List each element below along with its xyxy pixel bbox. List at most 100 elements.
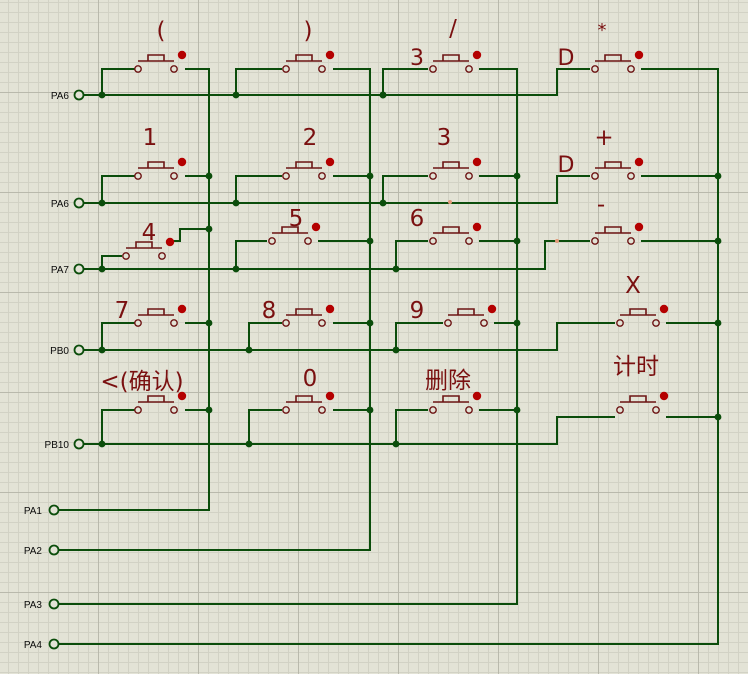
- button-pin: [627, 172, 635, 180]
- push-button[interactable]: [268, 222, 321, 245]
- wire-junction: [205, 172, 213, 180]
- button-pin: [158, 252, 166, 260]
- wire-junction: [366, 237, 374, 245]
- button-pin: [591, 65, 599, 73]
- port-label-row-3: PA7: [51, 265, 70, 276]
- button-pin: [282, 172, 290, 180]
- button-pin: [318, 172, 326, 180]
- wire-junction: [98, 265, 106, 273]
- push-button[interactable]: [134, 50, 187, 73]
- port-terminal-row-4[interactable]: [73, 344, 85, 356]
- push-button[interactable]: [134, 391, 187, 414]
- port-label-row-1: PA6: [51, 91, 70, 102]
- push-button[interactable]: [122, 237, 175, 260]
- push-button[interactable]: [134, 157, 187, 180]
- key-label-2: 2: [303, 125, 318, 151]
- push-button[interactable]: [591, 157, 644, 180]
- port-terminal-column-3[interactable]: [48, 598, 60, 610]
- button-pin: [591, 237, 599, 245]
- button-pin: [429, 237, 437, 245]
- row-wire-1: [83, 68, 590, 96]
- push-button[interactable]: [616, 304, 669, 327]
- button-marker: [472, 50, 482, 60]
- button-pin: [318, 406, 326, 414]
- wire-junction: [98, 91, 106, 99]
- key-label-x: X: [625, 273, 641, 299]
- key-label-3: 3: [437, 125, 452, 151]
- key-label-4: 4: [142, 220, 157, 246]
- button-pin: [465, 65, 473, 73]
- button-marker: [177, 391, 187, 401]
- push-button[interactable]: [444, 304, 497, 327]
- port-terminal-row-1[interactable]: [73, 89, 85, 101]
- row-wire-3: [83, 240, 590, 270]
- wire-junction: [232, 199, 240, 207]
- push-button[interactable]: [429, 50, 482, 73]
- key-label-open-paren: (: [157, 18, 166, 44]
- button-pin: [282, 319, 290, 327]
- wire-junction: [392, 265, 400, 273]
- row-wire-2: [83, 175, 590, 204]
- port-terminal-row-2[interactable]: [73, 197, 85, 209]
- button-pin: [134, 406, 142, 414]
- push-button[interactable]: [134, 304, 187, 327]
- port-terminal-row-5[interactable]: [73, 438, 85, 450]
- key-label-confirm: <(确认): [100, 369, 183, 395]
- button-marker: [472, 222, 482, 232]
- button-marker: [634, 157, 644, 167]
- port-terminal-column-2[interactable]: [48, 544, 60, 556]
- key-label-0: 0: [303, 366, 318, 392]
- port-label-row-5: PB10: [45, 440, 70, 451]
- port-label-row-4: PB0: [50, 346, 69, 357]
- button-pin: [170, 172, 178, 180]
- push-button[interactable]: [591, 50, 644, 73]
- key-label-7: 7: [115, 298, 130, 324]
- button-pin: [627, 237, 635, 245]
- button-marker: [634, 50, 644, 60]
- push-button[interactable]: [282, 157, 335, 180]
- button-marker: [311, 222, 321, 232]
- stray-marker: [555, 239, 559, 243]
- push-button[interactable]: [282, 391, 335, 414]
- button-pin: [304, 237, 312, 245]
- wire-junction: [513, 406, 521, 414]
- port-terminal-column-4[interactable]: [48, 638, 60, 650]
- wire-junction: [513, 172, 521, 180]
- push-button[interactable]: [429, 157, 482, 180]
- button-pin: [444, 319, 452, 327]
- wire-junction: [232, 265, 240, 273]
- button-pin: [170, 319, 178, 327]
- button-pin: [652, 406, 660, 414]
- wire-junction: [379, 199, 387, 207]
- button-marker: [472, 157, 482, 167]
- button-pin: [429, 65, 437, 73]
- button-pin: [480, 319, 488, 327]
- button-pin: [616, 319, 624, 327]
- wire-junction: [714, 237, 722, 245]
- push-button[interactable]: [282, 50, 335, 73]
- key-label-close-paren: ): [304, 18, 313, 44]
- side-label-row2-col4: D: [558, 153, 575, 178]
- wire-junction: [392, 440, 400, 448]
- push-button[interactable]: [282, 304, 335, 327]
- wire-junction: [714, 319, 722, 327]
- push-button[interactable]: [429, 222, 482, 245]
- push-button[interactable]: [591, 222, 644, 245]
- column-ports: PA1 PA2 PA3 PA4: [24, 504, 60, 651]
- key-label-8: 8: [262, 298, 277, 324]
- column-wires: [58, 68, 719, 645]
- button-marker: [487, 304, 497, 314]
- push-button[interactable]: [429, 391, 482, 414]
- wire-junction: [714, 413, 722, 421]
- button-marker: [177, 157, 187, 167]
- key-label-1: 1: [143, 125, 158, 151]
- column-wire-4: [58, 68, 719, 645]
- wire-junction: [98, 440, 106, 448]
- button-marker: [325, 50, 335, 60]
- port-label-column-3: PA3: [24, 600, 43, 611]
- button-pin: [429, 406, 437, 414]
- button-pin: [134, 319, 142, 327]
- push-button[interactable]: [616, 391, 669, 414]
- port-terminal-row-3[interactable]: [73, 263, 85, 275]
- port-terminal-column-1[interactable]: [48, 504, 60, 516]
